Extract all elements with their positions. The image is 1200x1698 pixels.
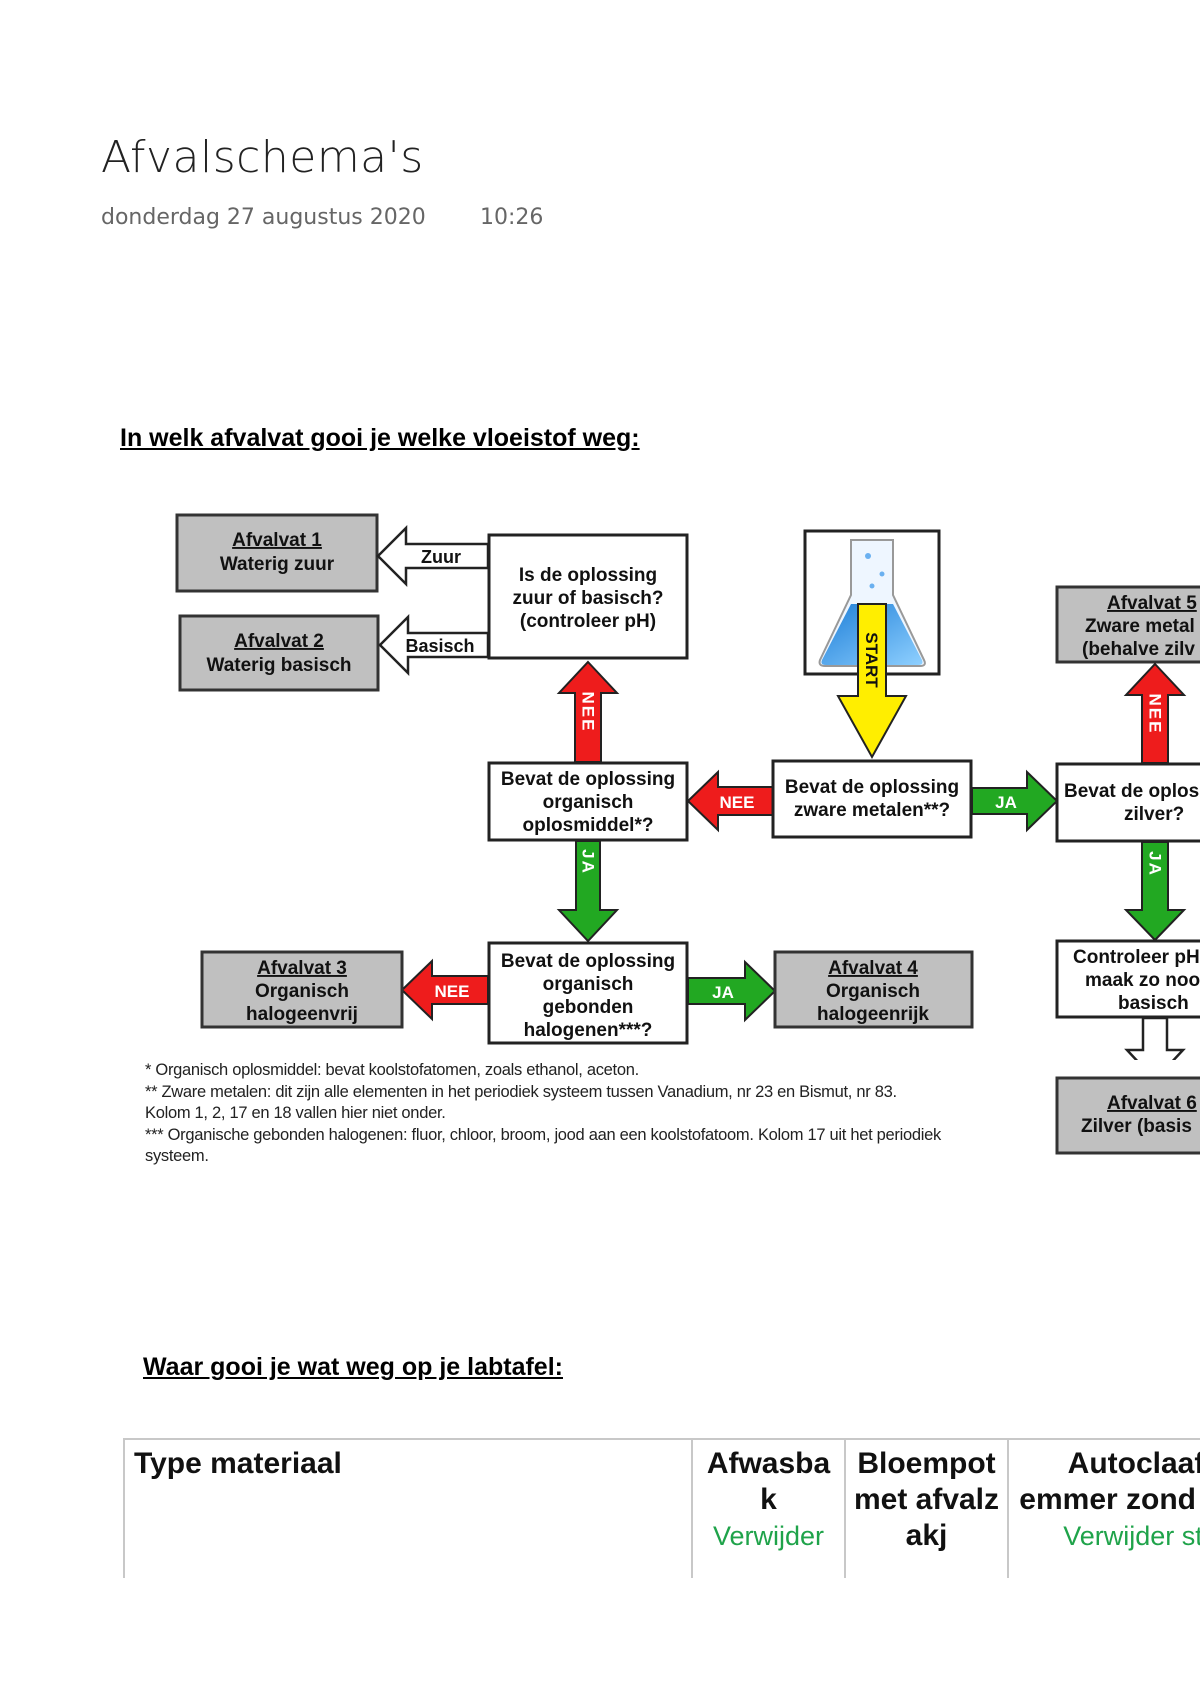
arrow-nee-up-left: NEE bbox=[556, 660, 620, 763]
footnote-3-continued: systeem. bbox=[145, 1147, 209, 1165]
arrow-start: START bbox=[836, 603, 908, 760]
box-afvalvat-5-line-2: Zware metal bbox=[1085, 616, 1195, 637]
box-afvalvat-2-line-2: Waterig basisch bbox=[206, 655, 351, 676]
flowchart-footnotes: * Organisch oplosmiddel: bevat koolstofa… bbox=[145, 1060, 1050, 1168]
table-header-row: Type materiaal Afwasbak Verwijder Bloemp… bbox=[123, 1438, 1200, 1578]
box-organic-question-line-3: oplosmiddel*? bbox=[523, 815, 654, 836]
box-afvalvat-4: Afvalvat 4 Organisch halogeenrijk bbox=[773, 950, 974, 1029]
box-afvalvat-1: Afvalvat 1 Waterig zuur bbox=[175, 513, 379, 593]
table-header-afwasbak: Afwasbak Verwijder bbox=[691, 1438, 846, 1578]
box-ph-control-line-2: maak zo noo bbox=[1085, 970, 1200, 991]
waste-table-frame: Type materiaal Afwasbak Verwijder Bloemp… bbox=[123, 1438, 1200, 1578]
box-halogen-question-line-3: gebonden bbox=[543, 997, 634, 1018]
arrow-start-label: START bbox=[862, 632, 881, 688]
box-ph-question-line-2: zuur of basisch? bbox=[513, 588, 664, 609]
table-header-type: Type materiaal bbox=[123, 1438, 693, 1578]
box-afvalvat-6-line-1: Afvalvat 6 bbox=[1107, 1093, 1197, 1114]
arrow-white-down-right bbox=[1124, 1016, 1186, 1060]
box-afvalvat-5-line-3: (behalve zilv bbox=[1082, 639, 1195, 660]
arrow-nee-left-bottom-label: NEE bbox=[435, 982, 470, 1001]
waste-flowchart: Afvalvat 1 Waterig zuur Afvalvat 2 Water… bbox=[175, 513, 1200, 1060]
arrow-zuur-label: Zuur bbox=[421, 547, 461, 567]
page-date: donderdag 27 augustus 2020 bbox=[101, 205, 426, 230]
arrow-ja-right-middle: JA bbox=[971, 769, 1059, 833]
arrow-zuur: Zuur bbox=[376, 524, 490, 588]
page-time: 10:26 bbox=[480, 205, 544, 230]
box-halogen-question: Bevat de oplossing organisch gebonden ha… bbox=[487, 941, 689, 1045]
box-afvalvat-3-line-1: Afvalvat 3 bbox=[257, 958, 347, 979]
table-header-autoclaaf-action: Verwijder sti bbox=[1063, 1521, 1200, 1551]
table-header-autoclaaf-label: Autoclaaf emmer zond zak bbox=[1019, 1447, 1200, 1516]
box-afvalvat-5: Afvalvat 5 Zware metal (behalve zilv bbox=[1055, 585, 1200, 664]
arrow-ja-down-left: JA bbox=[556, 840, 620, 943]
arrow-ja-right-bottom: JA bbox=[687, 959, 777, 1023]
box-afvalvat-1-line-1: Afvalvat 1 bbox=[232, 530, 322, 551]
page-title: Afvalschema's bbox=[101, 132, 424, 183]
table-header-autoclaaf: Autoclaaf emmer zond zak Verwijder sti bbox=[1007, 1438, 1200, 1578]
waste-table: Type materiaal Afwasbak Verwijder Bloemp… bbox=[123, 1438, 1200, 1578]
box-afvalvat-3: Afvalvat 3 Organisch halogeenvrij bbox=[200, 950, 404, 1029]
box-afvalvat-3-line-3: halogeenvrij bbox=[246, 1004, 358, 1025]
box-afvalvat-2: Afvalvat 2 Waterig basisch bbox=[178, 614, 380, 692]
box-ph-question: Is de oplossing zuur of basisch? (contro… bbox=[487, 533, 689, 660]
table-header-afwasbak-action: Verwijder bbox=[712, 1521, 825, 1551]
arrow-nee-left-middle: NEE bbox=[686, 769, 774, 833]
box-afvalvat-2-line-1: Afvalvat 2 bbox=[234, 631, 324, 652]
box-silver-question: Bevat de oplos zilver? bbox=[1055, 762, 1200, 843]
box-afvalvat-6: Afvalvat 6 Zilver (basis bbox=[1055, 1076, 1200, 1155]
table-header-bloempot-label: Bloempot met afvalzakj bbox=[853, 1447, 1000, 1552]
arrow-nee-up-right-label: NEE bbox=[1146, 694, 1165, 735]
box-afvalvat-4-line-1: Afvalvat 4 bbox=[828, 958, 918, 979]
section-heading-lab-table: Waar gooi je wat weg op je labtafel: bbox=[143, 1353, 563, 1381]
arrow-ja-down-right: JA bbox=[1123, 841, 1187, 942]
box-afvalvat-5-line-1: Afvalvat 5 bbox=[1107, 593, 1197, 614]
arrow-ja-right-middle-label: JA bbox=[995, 793, 1017, 812]
box-metals-question: Bevat de oplossing zware metalen**? bbox=[771, 759, 973, 839]
box-silver-question-line-2: zilver? bbox=[1124, 804, 1184, 825]
footnote-2: ** Zware metalen: dit zijn alle elemente… bbox=[145, 1082, 897, 1101]
arrow-nee-up-left-label: NEE bbox=[579, 692, 598, 733]
section-heading-waste-drums: In welk afvalvat gooi je welke vloeistof… bbox=[120, 424, 640, 452]
arrow-ja-down-left-label: JA bbox=[579, 849, 598, 875]
footnote-2-continued: Kolom 1, 2, 17 en 18 vallen hier niet on… bbox=[145, 1104, 446, 1122]
table-header-type-label: Type materiaal bbox=[134, 1447, 342, 1480]
box-afvalvat-1-line-2: Waterig zuur bbox=[220, 554, 335, 575]
box-silver-question-line-1: Bevat de oplos bbox=[1064, 781, 1199, 802]
box-ph-control: Controleer pH maak zo noo basisch bbox=[1055, 939, 1200, 1019]
arrow-ja-down-right-label: JA bbox=[1146, 851, 1165, 877]
box-organic-question-line-2: organisch bbox=[543, 792, 634, 813]
box-halogen-question-line-1: Bevat de oplossing bbox=[501, 951, 675, 972]
arrow-nee-up-right: NEE bbox=[1123, 662, 1187, 764]
box-afvalvat-4-line-2: Organisch bbox=[826, 981, 920, 1002]
table-header-afwasbak-label: Afwasbak bbox=[706, 1447, 831, 1516]
footnote-1: * Organisch oplosmiddel: bevat koolstofa… bbox=[145, 1061, 639, 1079]
box-organic-question-line-1: Bevat de oplossing bbox=[501, 769, 675, 790]
box-ph-question-line-3: (controleer pH) bbox=[520, 611, 656, 632]
box-metals-question-line-2: zware metalen**? bbox=[794, 800, 950, 821]
box-afvalvat-3-line-2: Organisch bbox=[255, 981, 349, 1002]
box-ph-control-line-1: Controleer pH bbox=[1073, 947, 1200, 968]
box-ph-control-line-3: basisch bbox=[1118, 993, 1189, 1014]
box-halogen-question-line-4: halogenen***? bbox=[524, 1020, 653, 1041]
arrow-basisch: Basisch bbox=[378, 613, 490, 677]
arrow-basisch-label: Basisch bbox=[405, 636, 474, 656]
box-afvalvat-4-line-3: halogeenrijk bbox=[817, 1004, 929, 1025]
footnote-3: *** Organische gebonden halogenen: fluor… bbox=[145, 1125, 941, 1144]
box-organic-question: Bevat de oplossing organisch oplosmiddel… bbox=[487, 761, 689, 842]
box-afvalvat-6-line-2: Zilver (basis bbox=[1081, 1116, 1192, 1137]
box-ph-question-line-1: Is de oplossing bbox=[519, 565, 657, 586]
box-halogen-question-line-2: organisch bbox=[543, 974, 634, 995]
arrow-ja-right-bottom-label: JA bbox=[712, 983, 734, 1002]
table-header-bloempot: Bloempot met afvalzakj bbox=[844, 1438, 1009, 1578]
arrow-nee-left-middle-label: NEE bbox=[720, 793, 755, 812]
arrow-nee-left-bottom: NEE bbox=[400, 958, 489, 1022]
box-metals-question-line-1: Bevat de oplossing bbox=[785, 777, 959, 798]
